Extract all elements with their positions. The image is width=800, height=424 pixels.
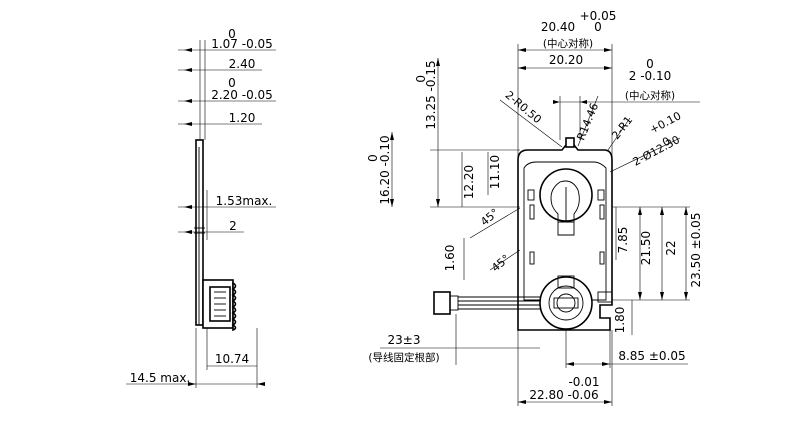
front-r1: 2-R1 [609,114,635,142]
front-lh2-upper: 0 [366,154,380,162]
front-v2150: 21.50 [639,231,653,265]
front-lh2: 16.20 -0.10 [378,135,392,204]
front-top-width: 20.40 [541,20,575,34]
side-d2: 2.40 [229,57,256,71]
front-v22: 22 [664,240,678,255]
side-d3: 2.20 -0.05 [211,88,273,102]
side-d1: 1.07 -0.05 [211,37,273,51]
front-top-note: (中心对称) [543,37,593,50]
front-angle1: 45° [478,206,501,228]
front-v885: 8.85 ±0.05 [618,349,685,363]
front-inner-width: 20.20 [549,53,583,67]
front-connector [433,291,451,315]
side-d6: 2 [229,219,237,233]
front-lh-upper: 0 [414,75,428,83]
side-d3-upper: 0 [228,76,236,90]
side-d7: 10.74 [215,352,249,366]
side-d5: 1.53max. [216,194,273,208]
front-slot: 2 -0.10 [629,69,672,83]
front-r050: 2-R0.50 [503,88,544,126]
front-lh: 13.25 -0.15 [424,60,438,129]
front-top-tol-upper: +0.05 [580,9,617,23]
front-v1110: 11.10 [488,155,502,189]
front-v180: 1.80 [613,307,627,334]
front-slot-note: (中心对称) [625,89,675,102]
front-rotor [539,276,593,330]
front-bw-upper: -0.01 [568,375,599,389]
side-view: 0 1.07 -0.05 2.40 0 2.20 -0.05 1.20 1.53… [126,27,276,388]
front-r1446: R14.46 [574,101,601,142]
front-v160: 1.60 [443,245,457,272]
side-rotor [231,281,237,332]
side-shaft [195,139,204,326]
side-d8: 14.5 max. [130,371,191,385]
front-view: +0.05 20.40 0 (中心对称) 20.20 0 2 -0.10 (中心… [366,9,703,406]
front-dia: 2-Ø12.30 [631,133,682,168]
front-v785: 7.85 [616,227,630,254]
side-d4: 1.20 [229,111,256,125]
front-top-tol-lower: 0 [594,20,602,34]
front-v2350: 23.50 ±0.05 [689,213,703,288]
front-slot-upper: 0 [646,57,654,71]
front-dia-upper: +0.10 [647,109,683,136]
side-d1-upper: 0 [228,27,236,41]
front-lead-note: (导线固定根部) [368,351,439,364]
front-angle2: 45° [489,252,512,274]
front-bw: 22.80 -0.06 [529,388,598,402]
front-lead: 23±3 [388,333,421,347]
front-v1220: 12.20 [462,165,476,199]
